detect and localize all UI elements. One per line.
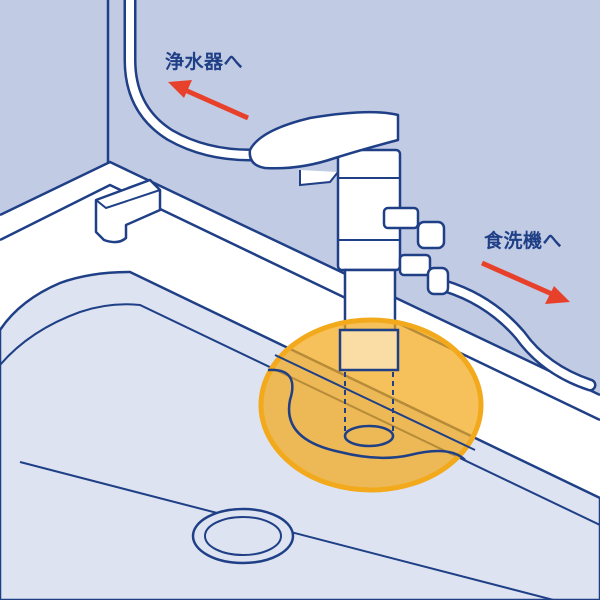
lever-handle	[248, 110, 400, 170]
counter-section-line	[274, 354, 476, 451]
cutaway-edge	[267, 368, 466, 461]
filter-hose	[126, 0, 254, 159]
upper-valve	[382, 206, 420, 230]
drain-inner	[204, 516, 282, 556]
side-tap-edge	[95, 189, 161, 210]
arrow-filter-head	[168, 80, 192, 98]
sink-inner-rim	[0, 303, 600, 526]
mounting-hole	[343, 424, 395, 448]
lower-valve-cap	[426, 266, 450, 296]
backsplash-edge	[0, 160, 600, 397]
highlight-circle	[258, 317, 484, 493]
arrow-dishwasher-shaft	[480, 260, 554, 297]
label-to-water-filter: 浄水器へ	[165, 51, 244, 73]
arrow-up-left-icon	[168, 80, 250, 121]
label-to-dishwasher: 食洗機へ	[484, 230, 563, 252]
arrow-dishwasher-head	[545, 286, 570, 304]
sink-bottom-line	[19, 461, 558, 600]
lever-connector	[299, 170, 339, 187]
arrow-filter-shaft	[183, 87, 250, 121]
dishwasher-hose	[441, 282, 594, 389]
lower-valve	[398, 253, 432, 277]
arrow-down-right-icon	[480, 260, 570, 304]
faucet-base	[338, 328, 400, 372]
upper-valve-cap	[416, 220, 446, 250]
